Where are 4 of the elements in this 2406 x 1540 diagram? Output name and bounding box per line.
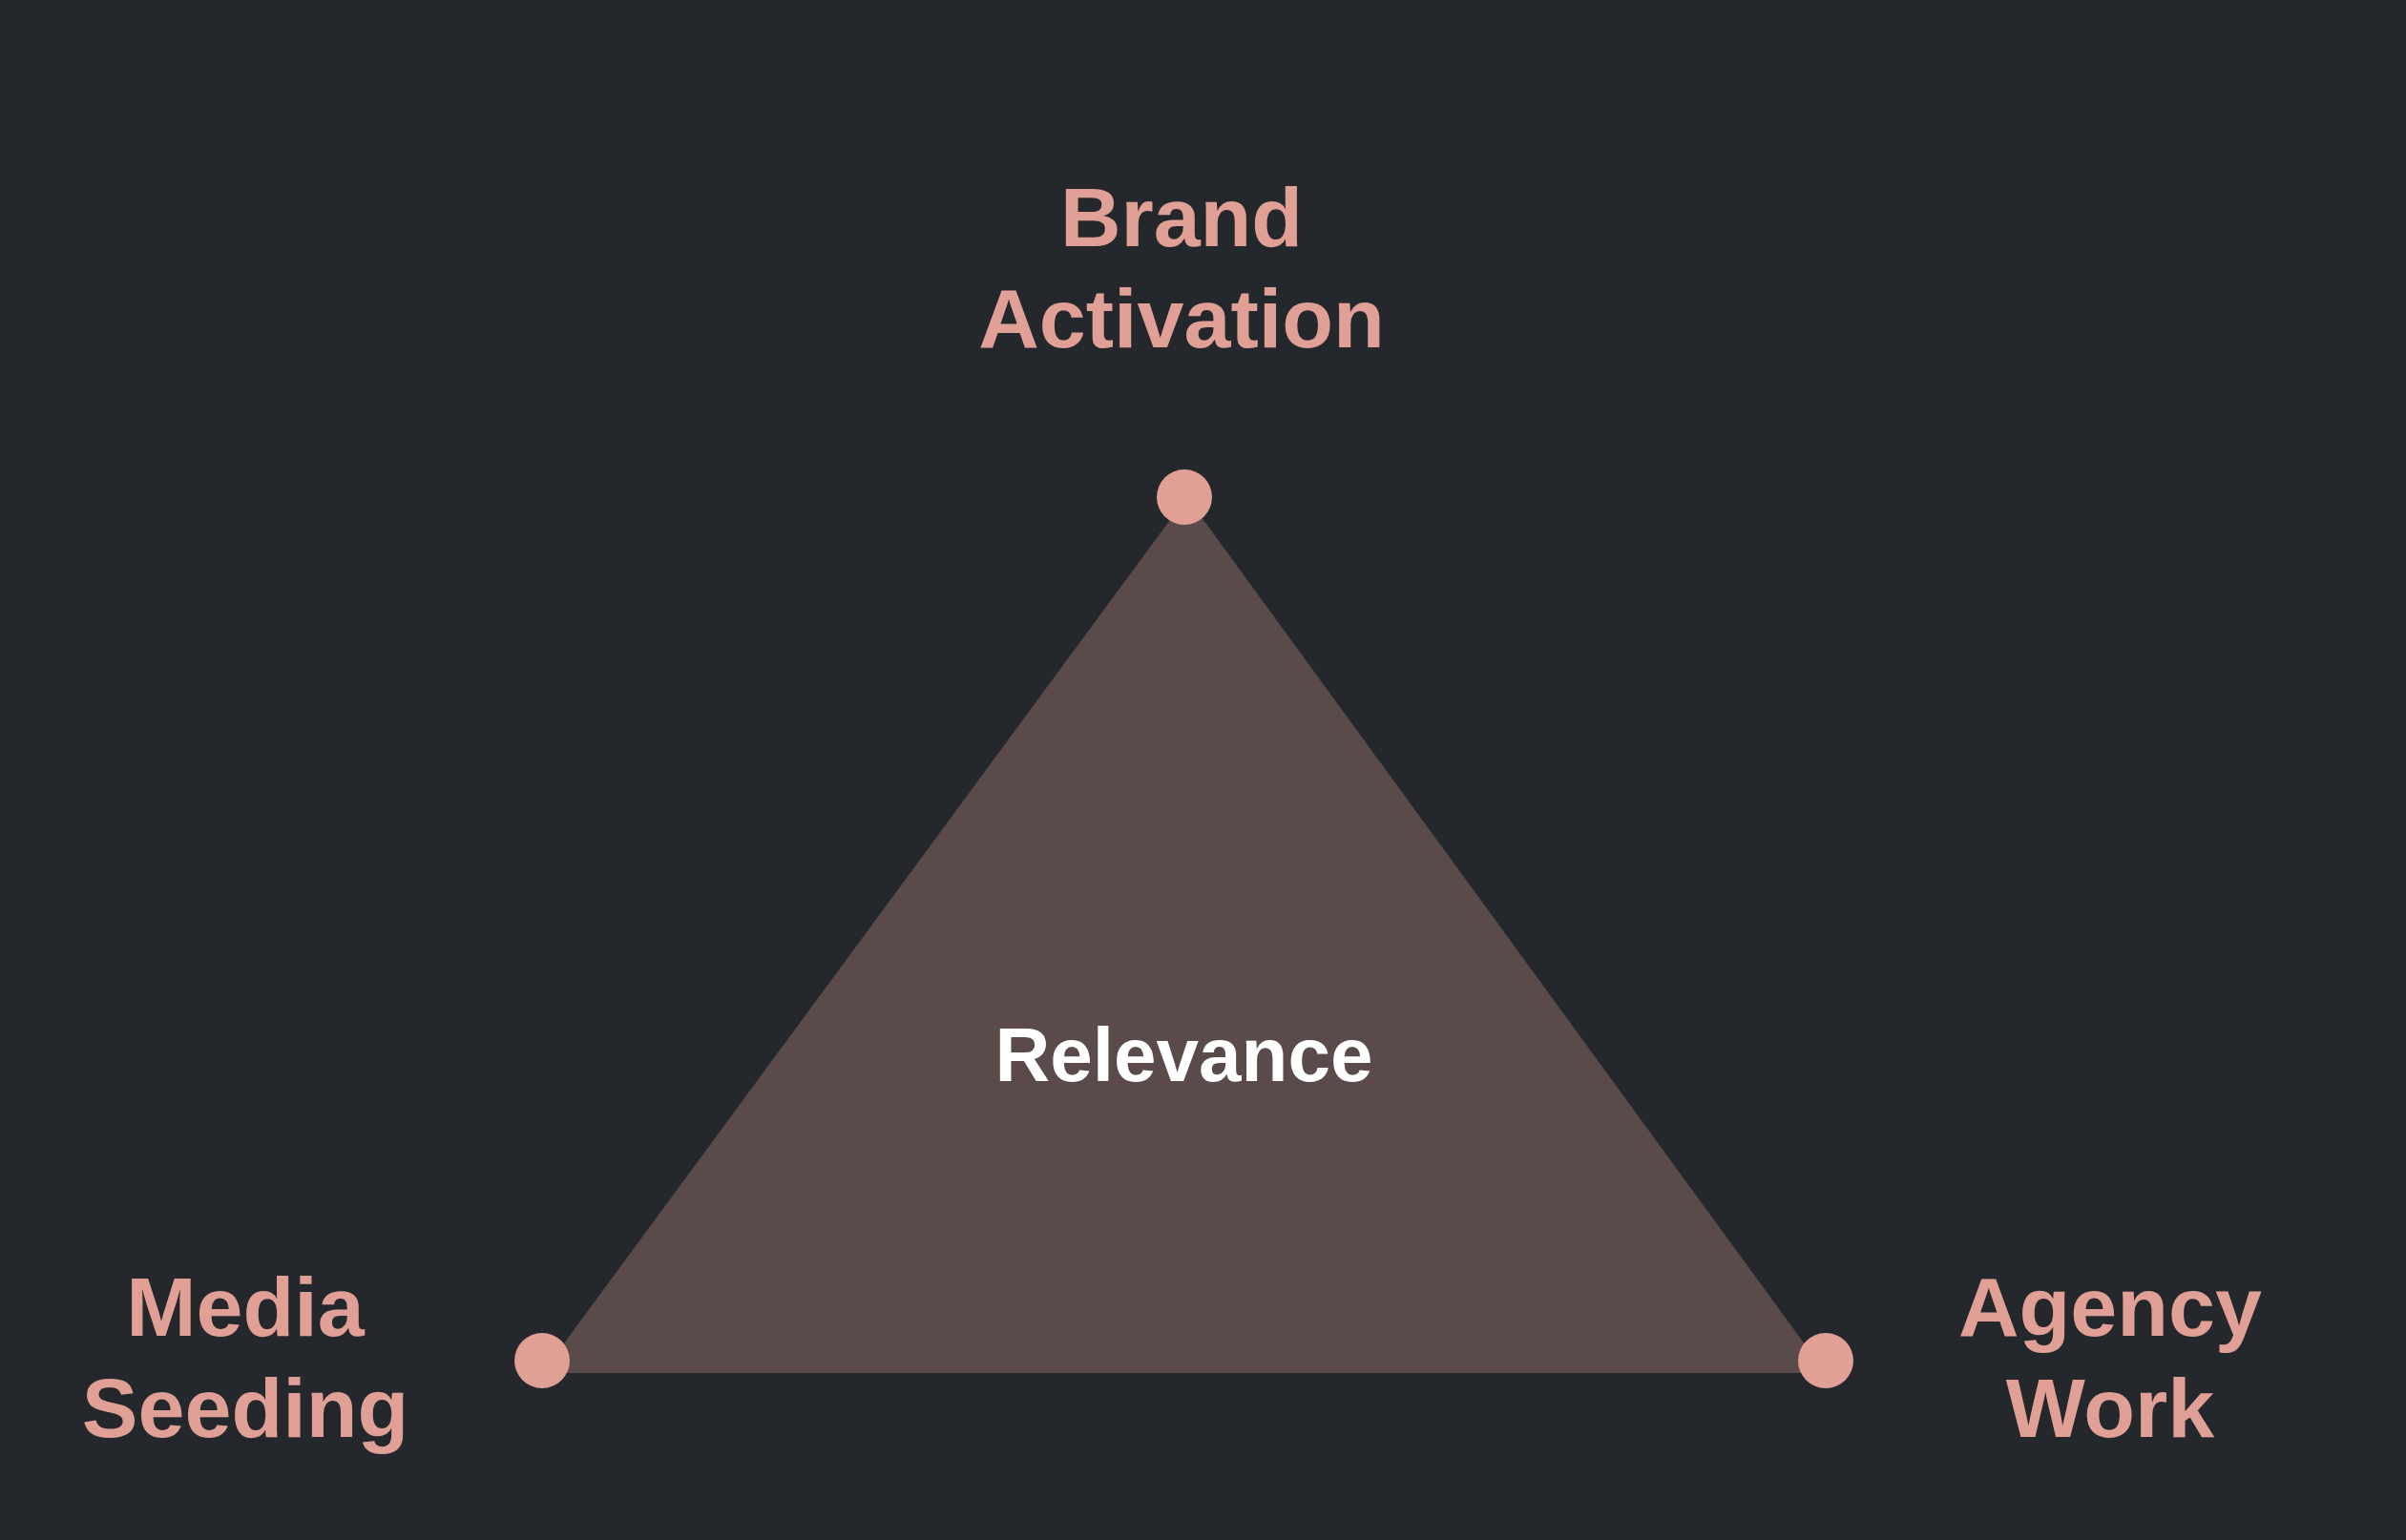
vertex-label: Brand Activation: [977, 169, 1386, 367]
center-label: Relevance: [994, 1017, 1373, 1093]
vertex-label: Agency Work: [1957, 1259, 2263, 1457]
vertex-label: Media Seeding: [80, 1259, 410, 1457]
